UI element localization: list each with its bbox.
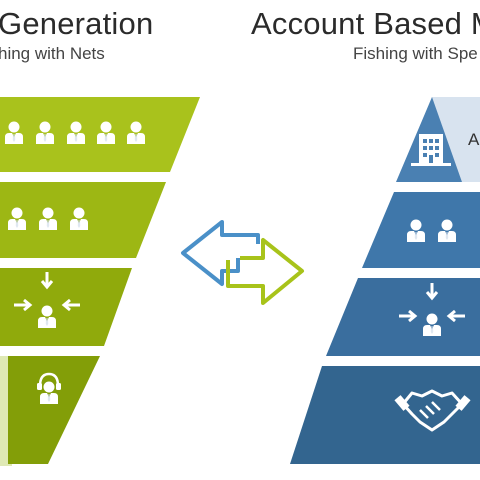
left-tier-4-headset-icon <box>37 372 61 404</box>
right-tier-2 <box>362 192 480 268</box>
right-pyramid <box>290 97 480 464</box>
arrow-left-icon <box>181 220 260 286</box>
arrow-right-icon <box>226 238 304 305</box>
left-tier-3-person-target-icon <box>14 272 80 328</box>
right-tier-4-handshake-icon <box>394 389 471 432</box>
right-title: Account Based M <box>251 6 480 41</box>
left-title: Generation <box>0 6 154 41</box>
right-tier-1-label: A <box>468 130 480 149</box>
right-pale-band <box>432 97 480 182</box>
left-funnel <box>0 97 200 466</box>
left-tier-4-mask <box>0 356 8 464</box>
right-subtitle: Fishing with Spe <box>353 44 478 63</box>
left-tier-4 <box>0 356 100 464</box>
right-tier-3-person-target-icon <box>399 283 465 336</box>
swap-arrows-icon <box>181 220 304 305</box>
right-tier-1-building-icon <box>411 134 451 166</box>
left-subtitle: hing with Nets <box>0 44 105 63</box>
